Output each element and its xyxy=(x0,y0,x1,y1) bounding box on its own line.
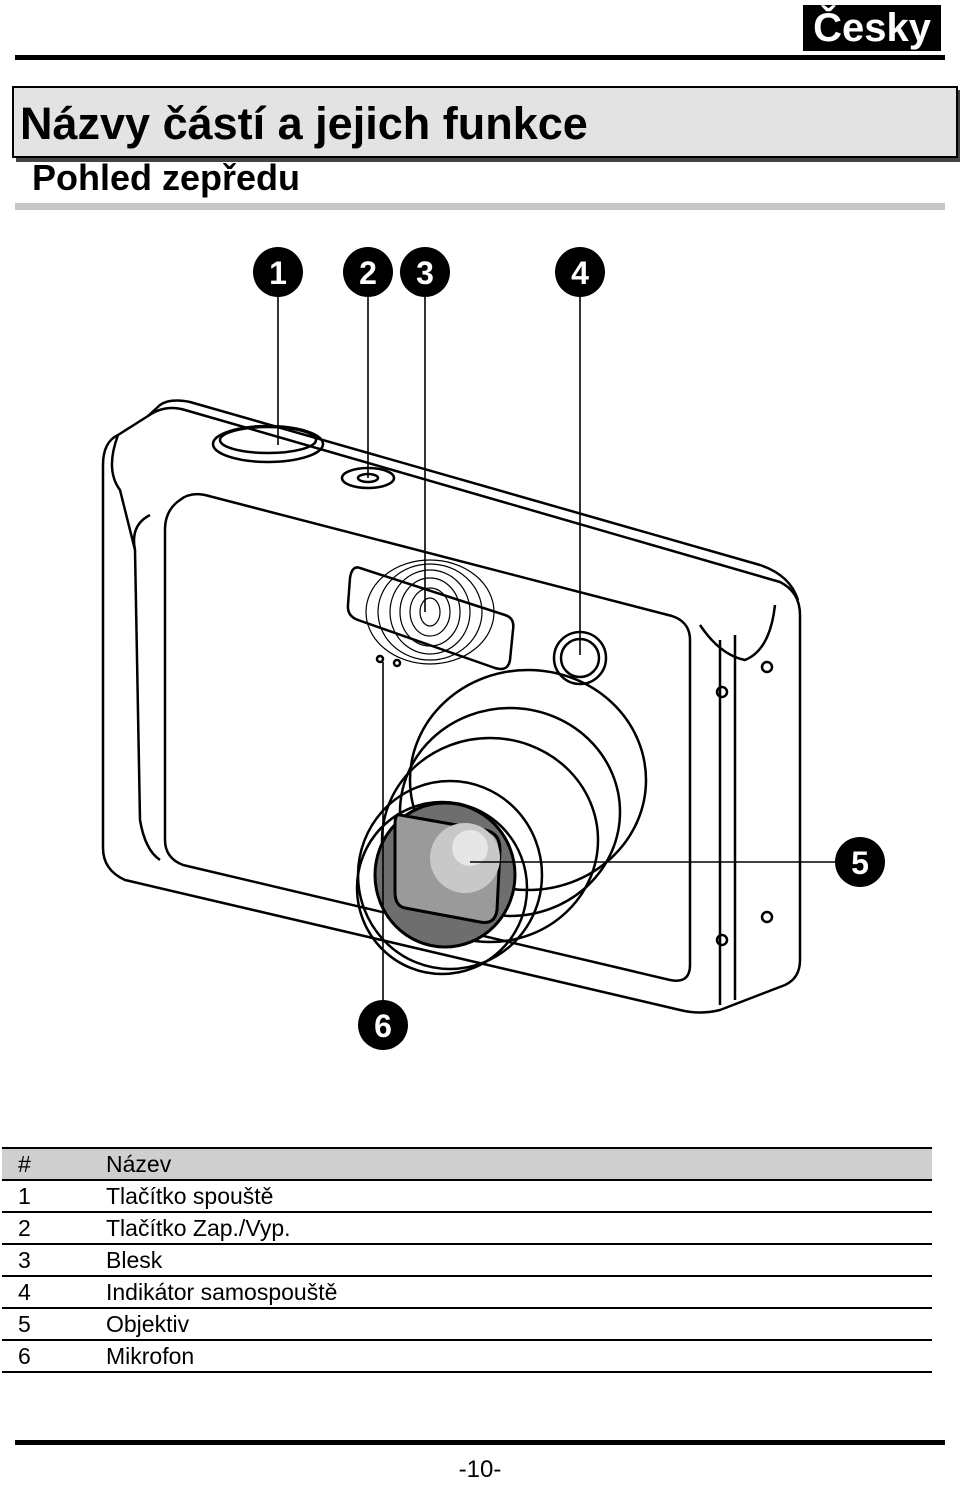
callout-6: 6 xyxy=(358,1000,408,1050)
parts-table: # Název 1 Tlačítko spouště 2 Tlačítko Za… xyxy=(2,1147,932,1373)
grip xyxy=(132,513,161,862)
table-row: 1 Tlačítko spouště xyxy=(2,1179,932,1213)
row-number: 6 xyxy=(2,1339,90,1373)
row-number: 5 xyxy=(2,1307,90,1341)
bottom-rule xyxy=(15,1440,945,1445)
row-name: Tlačítko spouště xyxy=(90,1179,932,1213)
table-row: 4 Indikátor samospouště xyxy=(2,1275,932,1309)
callout-5: 5 xyxy=(835,837,885,887)
callout-2: 2 xyxy=(343,247,393,297)
page-title: Názvy částí a jejich funkce xyxy=(20,98,588,149)
title-box xyxy=(12,86,958,158)
camera-body xyxy=(101,406,802,1014)
language-badge: Česky xyxy=(803,5,941,51)
row-name: Tlačítko Zap./Vyp. xyxy=(90,1211,932,1245)
row-name: Indikátor samospouště xyxy=(90,1275,932,1309)
row-name: Mikrofon xyxy=(90,1339,932,1373)
page-number: -10- xyxy=(458,1456,502,1483)
svg-text:4: 4 xyxy=(571,255,589,291)
row-name: Objektiv xyxy=(90,1307,932,1341)
camera-top xyxy=(147,399,800,601)
row-number: 4 xyxy=(2,1275,90,1309)
callout-4: 4 xyxy=(555,247,605,297)
camera-illustration: 1 2 3 4 5 6 xyxy=(101,247,885,1050)
table-row: 3 Blesk xyxy=(2,1243,932,1277)
row-number: 1 xyxy=(2,1179,90,1213)
callout-3: 3 xyxy=(400,247,450,297)
header-name: Název xyxy=(90,1147,932,1181)
row-number: 3 xyxy=(2,1243,90,1277)
flash xyxy=(346,566,515,671)
section-rule xyxy=(15,203,945,210)
camera-front-figure: 1 2 3 4 5 6 xyxy=(0,220,960,1100)
row-number: 2 xyxy=(2,1211,90,1245)
callout-1: 1 xyxy=(253,247,303,297)
row-name: Blesk xyxy=(90,1243,932,1277)
table-row: 5 Objektiv xyxy=(2,1307,932,1341)
microphone xyxy=(375,654,385,664)
table-row: 6 Mikrofon xyxy=(2,1339,932,1373)
svg-text:6: 6 xyxy=(374,1008,392,1044)
header-number: # xyxy=(2,1147,90,1181)
svg-text:3: 3 xyxy=(416,255,434,291)
top-rule xyxy=(15,55,945,60)
front-panel xyxy=(163,492,692,982)
svg-text:5: 5 xyxy=(851,845,869,881)
svg-text:2: 2 xyxy=(359,255,377,291)
svg-text:1: 1 xyxy=(269,255,287,291)
section-title: Pohled zepředu xyxy=(32,157,301,198)
table-row: 2 Tlačítko Zap./Vyp. xyxy=(2,1211,932,1245)
table-header-row: # Název xyxy=(2,1147,932,1181)
